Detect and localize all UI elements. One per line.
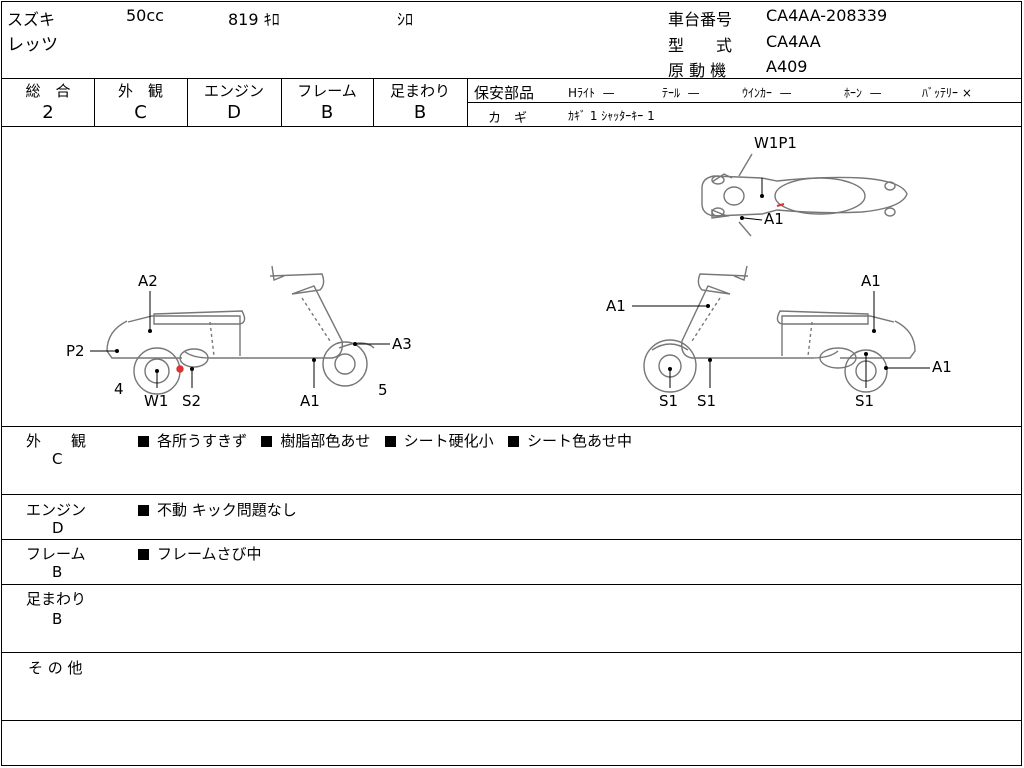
diagram-label: W1 [144,392,169,410]
divider [2,584,1021,585]
safety-item: ﾎｰﾝ — [844,86,882,100]
section-exterior-title: 外 観 [26,432,87,450]
grade-frame-label: フレーム [297,82,357,100]
type-label: 型 式 [668,36,733,55]
divider [187,78,188,126]
divider [373,78,374,126]
divider [467,102,1021,103]
divider [2,652,1021,653]
divider [2,78,1021,79]
section-frame-grade: B [52,563,63,581]
divider [2,494,1021,495]
diagram-label: 5 [378,381,388,399]
divider [2,426,1021,427]
engine-value: A409 [766,57,808,76]
diagram-label: A3 [392,335,412,353]
type-value: CA4AA [766,32,821,51]
grade-overall-label: 総 合 [25,82,71,100]
diagram-label: A1 [606,297,626,315]
divider [281,78,282,126]
diagram-label: 4 [114,380,124,398]
divider [467,78,468,126]
grade-engine-value: D [227,102,241,123]
bullet-square-icon [261,436,273,447]
divider [94,78,95,126]
model-name: レッツ [7,35,58,55]
diagram-label: S1 [659,392,679,410]
mileage: 819 ｷﾛ [228,10,280,29]
grade-exterior-label: 外 観 [117,82,163,100]
grade-engine-label: エンジン [203,82,264,100]
bullet-square-icon [138,505,149,516]
bullet-square-icon [138,436,149,447]
bullet-square-icon [507,436,519,447]
section-engine-notes: 不動 キック問題なし [138,499,297,520]
grade-exterior-value: C [134,102,147,123]
frame-no-label: 車台番号 [668,10,733,29]
grade-frame-value: B [320,102,334,123]
diagram-label: P2 [66,342,85,360]
diagram-label: A1 [764,210,784,228]
key-value: ｶｷﾞ 1 ｼｬｯﾀｰｷｰ 1 [568,109,655,123]
scooter-drawings [90,153,930,395]
safety-item: ｳｲﾝｶｰ — [742,86,792,100]
section-suspension-grade: B [52,610,63,628]
diagram-label: S1 [855,392,875,410]
frame-no: CA4AA-208339 [766,6,888,25]
safety-item: ﾃｰﾙ — [662,86,700,100]
section-engine-grade: D [52,519,64,537]
safety-title: 保安部品 [474,84,535,102]
section-exterior-grade: C [52,450,63,468]
diagram-label: A1 [861,272,881,290]
engine-label: 原 動 機 [668,61,727,80]
divider [2,539,1021,540]
diagram-label: S2 [182,392,202,410]
section-frame-title: フレーム [26,545,86,563]
grade-overall-value: 2 [42,102,54,123]
divider [2,720,1021,721]
damage-diagram: W1P1 A1 A2 P2 4 W1 S2 A1 A3 5 A1 A1 S1 S… [2,126,1021,426]
color: ｼﾛ [397,10,414,29]
section-other-title: そ の 他 [28,659,83,677]
grade-suspension-label: 足まわり [389,82,450,100]
grade-suspension-value: B [413,102,427,123]
diagram-label: W1P1 [754,134,797,152]
bullet-square-icon [384,436,396,447]
section-exterior-notes: 各所うすきず 樹脂部色あせ シート硬化小 シート色あせ中 [138,430,632,451]
section-engine-title: エンジン [26,501,87,519]
scooter-right-view [643,265,916,393]
key-label: カ ギ [488,111,528,126]
section-frame-notes: フレームさび中 [138,543,262,564]
bullet-square-icon [138,549,149,560]
divider [2,126,1021,127]
maker: スズキ [7,10,56,29]
diagram-label: S1 [697,392,717,410]
scooter-top-view [701,153,908,237]
safety-item: Hﾗｲﾄ — [568,86,615,100]
diagram-label: A1 [932,358,952,376]
diagram-label: A1 [300,392,320,410]
section-suspension-title: 足まわり [26,590,87,608]
diagram-label: A2 [138,272,158,290]
safety-item: ﾊﾞｯﾃﾘｰ × [922,86,972,100]
displacement: 50cc [126,6,164,25]
